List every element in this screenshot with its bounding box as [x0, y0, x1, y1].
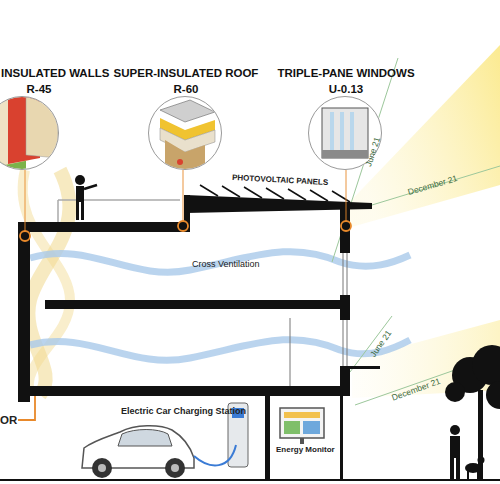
partition-wall — [265, 396, 270, 480]
wheel — [92, 458, 112, 478]
leader-line — [182, 170, 184, 221]
pv-panel — [332, 191, 350, 202]
pv-panel — [266, 188, 284, 199]
windows — [290, 253, 347, 386]
callout-circle: INSULATED WALLSR-45 — [0, 96, 59, 170]
roof-layer — [160, 100, 215, 122]
head — [75, 175, 85, 185]
facade-wall — [340, 366, 350, 396]
flow-label: Cross Ventilation — [192, 258, 260, 270]
callout-heading: OR — [0, 414, 17, 426]
child-figure — [75, 175, 97, 220]
wall-layers — [0, 92, 58, 170]
monitor-bar — [284, 412, 320, 418]
facade-wall — [340, 208, 350, 253]
glass-pane — [330, 112, 334, 154]
roof-slab — [18, 222, 190, 232]
ground-line — [0, 479, 500, 481]
fastener — [177, 159, 183, 165]
monitor-bar — [284, 421, 300, 434]
pv-panel — [310, 190, 328, 201]
callout-markers — [18, 170, 351, 420]
window-glass — [347, 320, 348, 366]
window-frame — [322, 108, 368, 158]
leg — [76, 202, 79, 220]
rating-value: R-60 — [161, 82, 211, 96]
sun-shade — [350, 366, 380, 369]
monitor-bar — [303, 421, 320, 434]
siding-layer — [26, 96, 58, 158]
body — [450, 436, 460, 458]
left-wall — [18, 222, 30, 402]
head — [450, 425, 460, 435]
tree — [445, 345, 500, 480]
callout-point — [20, 231, 30, 241]
cross-ventilation-flow — [30, 252, 410, 273]
body — [76, 186, 84, 202]
window-glass — [290, 318, 291, 386]
pv-panels — [200, 185, 350, 202]
window-section — [322, 108, 368, 158]
leg — [81, 202, 84, 220]
window-glass — [347, 253, 348, 295]
leader-line — [18, 396, 35, 420]
facade-wall — [340, 396, 343, 480]
electric-car — [82, 426, 194, 478]
joist — [165, 140, 205, 180]
building-structure — [18, 195, 380, 480]
wheel — [165, 458, 185, 478]
monitor-stand — [300, 438, 304, 444]
floor-slab — [18, 386, 348, 396]
glass-pane — [340, 112, 344, 154]
cross-ventilation-flow — [30, 340, 410, 361]
hub — [98, 464, 106, 472]
rating-value: R-45 — [14, 82, 64, 96]
tree-canopy — [445, 382, 465, 402]
leader-line — [24, 170, 26, 231]
leader-line — [345, 170, 347, 221]
facade-wall — [340, 295, 350, 320]
pv-panel — [222, 186, 240, 197]
energy-monitor — [280, 408, 324, 444]
dog-leg — [467, 470, 469, 480]
window-glass — [343, 253, 344, 295]
pv-panel — [244, 187, 262, 198]
floor-slab — [45, 300, 345, 309]
component-label: PHOTOVOLTAIC PANELS — [232, 172, 329, 189]
callout-point — [341, 221, 351, 231]
glass-pane — [350, 112, 354, 154]
tree-trunk — [478, 390, 483, 480]
window-glass — [343, 320, 344, 366]
charging-cable — [194, 445, 236, 465]
roof-layers — [160, 100, 215, 180]
hub — [171, 464, 179, 472]
car-window — [118, 430, 172, 447]
window-sill — [322, 150, 368, 158]
callout-point — [178, 221, 188, 231]
rating-value: U-0.13 — [321, 82, 371, 96]
pv-panel — [200, 185, 218, 196]
component-label: Energy Monitor — [276, 444, 335, 456]
glass-railing — [58, 200, 180, 222]
tree-canopy — [486, 381, 500, 409]
sun-angle-line — [372, 166, 500, 205]
callout-heading: SUPER-INSULATED ROOF — [106, 66, 266, 80]
leg — [456, 458, 460, 480]
callout-illustrations — [0, 92, 382, 180]
component-label: Electric Car Charging Station — [121, 405, 246, 417]
monitor-frame — [280, 408, 324, 438]
railing — [57, 200, 59, 222]
roof-wall — [184, 195, 190, 232]
arm — [84, 185, 97, 189]
callout-heading: TRIPLE-PANE WINDOWS — [266, 66, 426, 80]
leg — [450, 458, 454, 480]
tree-canopy — [472, 345, 500, 385]
pv-panel — [288, 189, 306, 200]
callout-circle: SUPER-INSULATED ROOFR-60 — [148, 96, 222, 170]
callout-heading: INSULATED WALLS — [1, 66, 131, 80]
